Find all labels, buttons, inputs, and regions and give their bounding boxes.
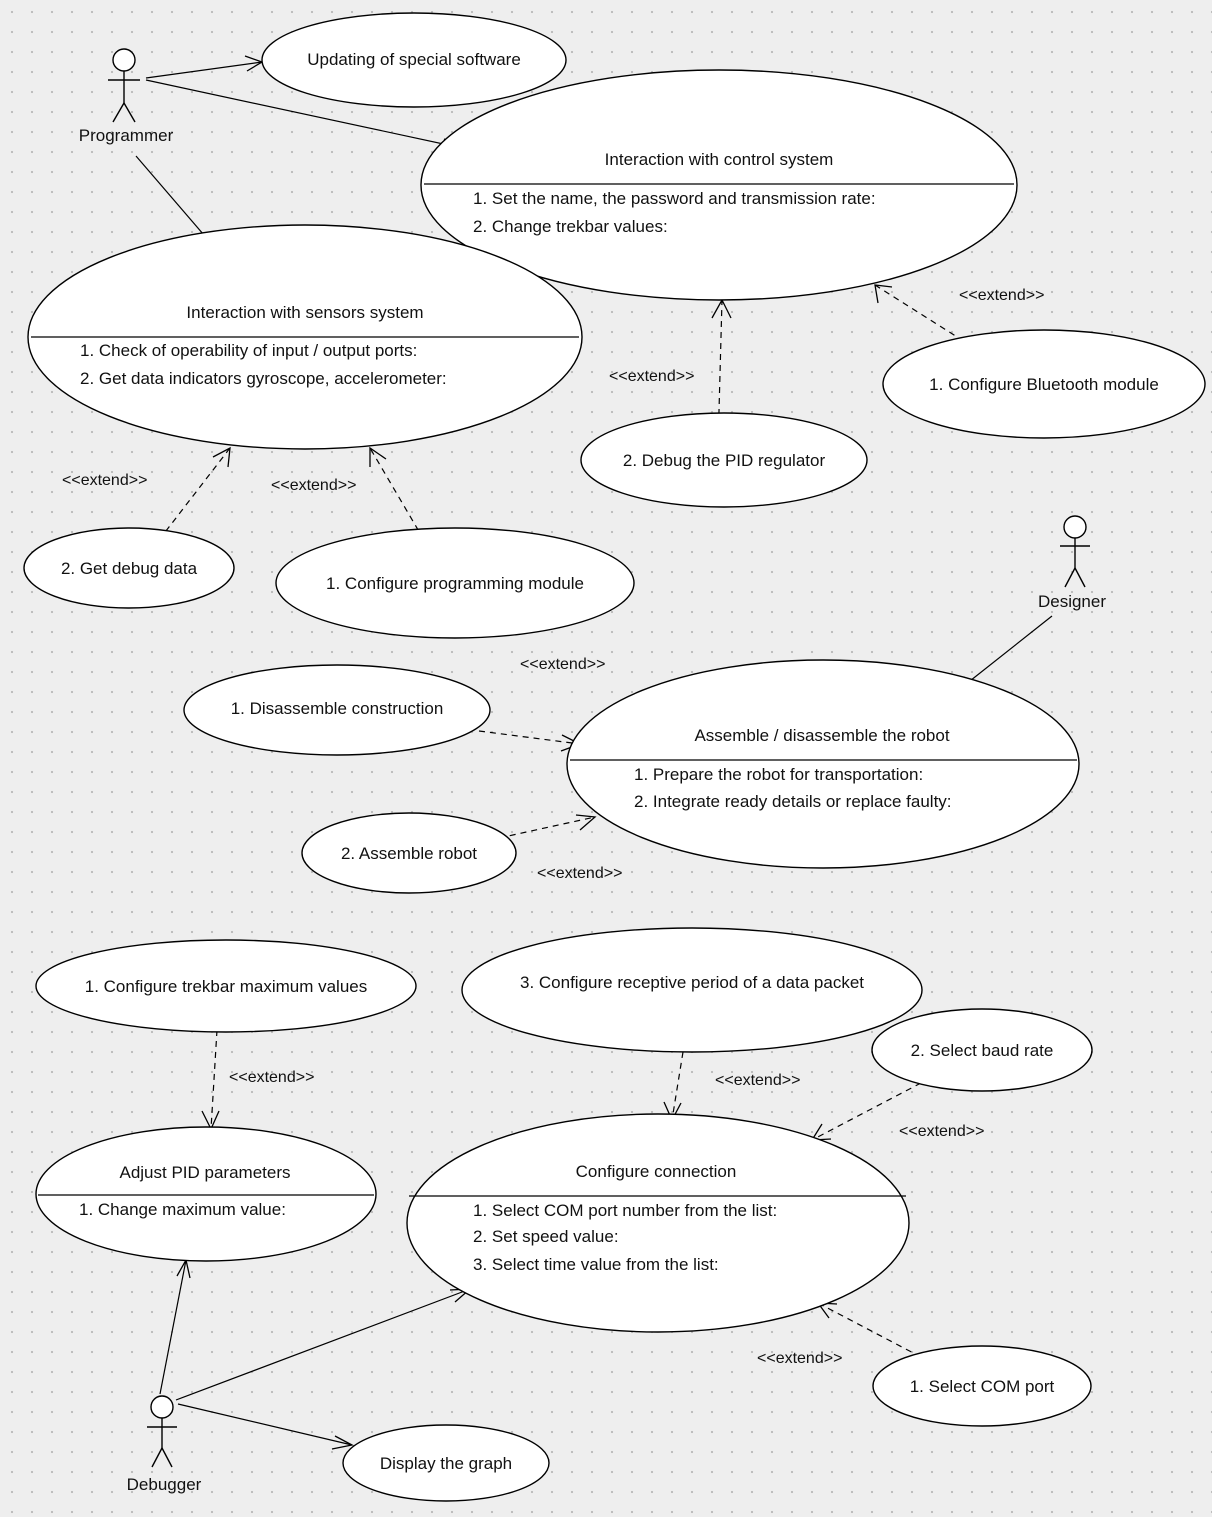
usecase-item: 3. Select time value from the list:	[473, 1255, 719, 1274]
usecase-item: 2. Change trekbar values:	[473, 217, 668, 236]
extend-debugdata-sensors	[158, 447, 231, 541]
assoc-debugger-graph	[177, 1403, 353, 1446]
usecase-title: 1. Select COM port	[910, 1377, 1055, 1396]
extend-label: <<extend>>	[899, 1123, 984, 1140]
assoc-debugger-adjust	[159, 1259, 187, 1395]
usecase-item: 1. Prepare the robot for transportation:	[634, 765, 923, 784]
usecase-assemble-disassemble-robot: Assemble / disassemble the robot 1. Prep…	[566, 659, 1080, 869]
actor-programmer: Programmer	[79, 48, 174, 145]
extend-arrowhead	[201, 1110, 220, 1131]
usecase-title: 1. Configure Bluetooth module	[929, 375, 1159, 394]
actor-icon	[108, 48, 140, 123]
actor-icon	[1060, 515, 1090, 588]
actor-designer: Designer	[1038, 515, 1106, 611]
usecase-title: Display the graph	[380, 1454, 512, 1473]
extend-arrowhead	[212, 446, 231, 468]
extend-arrowhead	[575, 814, 597, 831]
usecase-item: 1. Set the name, the password and transm…	[473, 189, 876, 208]
extend-receptive-connection	[671, 1051, 684, 1121]
extend-arrowhead	[369, 446, 387, 467]
actor-debugger: Debugger	[127, 1395, 202, 1494]
usecase-get-debug-data: 2. Get debug data	[23, 527, 235, 609]
extend-label: <<extend>>	[959, 287, 1044, 304]
extend-label: <<extend>>	[520, 656, 605, 673]
usecase-configure-receptive-period: 3. Configure receptive period of a data …	[461, 927, 923, 1053]
usecase-select-com-port: 1. Select COM port	[872, 1345, 1092, 1427]
usecase-title: 1. Configure trekbar maximum values	[85, 977, 368, 996]
usecase-item: 2. Set speed value:	[473, 1227, 619, 1246]
usecase-configure-connection: Configure connection 1. Select COM port …	[406, 1113, 910, 1333]
extend-label: <<extend>>	[757, 1350, 842, 1367]
usecase-item: 2. Get data indicators gyroscope, accele…	[80, 369, 447, 388]
extend-label: <<extend>>	[62, 472, 147, 489]
usecase-title: 2. Assemble robot	[341, 844, 477, 863]
usecase-select-baud-rate: 2. Select baud rate	[871, 1008, 1093, 1092]
usecase-title: Interaction with sensors system	[186, 303, 423, 322]
usecase-title: 2. Get debug data	[61, 559, 198, 578]
actor-icon	[147, 1395, 177, 1468]
extend-baud-connection	[811, 1082, 922, 1141]
use-cases: Updating of special software Interaction…	[23, 12, 1206, 1502]
extend-labels: <<extend>> <<extend>> <<extend>> <<exten…	[62, 287, 1044, 1367]
arrowhead-graph	[331, 1435, 354, 1450]
usecase-item: 1. Select COM port number from the list:	[473, 1201, 777, 1220]
assoc-debugger-connection	[175, 1288, 471, 1401]
usecase-title: 2. Select baud rate	[911, 1041, 1054, 1060]
usecase-assemble-robot: 2. Assemble robot	[301, 812, 517, 894]
extend-label: <<extend>>	[537, 865, 622, 882]
usecase-title: 1. Configure programming module	[326, 574, 584, 593]
usecase-display-graph: Display the graph	[342, 1424, 550, 1502]
assoc-programmer-updating	[145, 61, 263, 79]
usecase-title: Interaction with control system	[605, 150, 834, 169]
extend-arrowhead	[874, 284, 893, 304]
usecase-item: 1. Change maximum value:	[79, 1200, 286, 1219]
usecase-item: 1. Check of operability of input / outpu…	[80, 341, 417, 360]
usecase-title: Adjust PID parameters	[119, 1163, 290, 1182]
usecase-configure-programming-module: 1. Configure programming module	[275, 527, 635, 639]
usecase-control-system: Interaction with control system 1. Set t…	[420, 69, 1018, 301]
extend-label: <<extend>>	[715, 1072, 800, 1089]
usecase-title: 3. Configure receptive period of a data …	[520, 973, 864, 992]
assoc-programmer-control	[145, 79, 463, 149]
usecase-configure-bluetooth: 1. Configure Bluetooth module	[882, 329, 1206, 439]
extend-label: <<extend>>	[609, 368, 694, 385]
extend-disassemble-assemble	[478, 730, 581, 745]
actor-name: Debugger	[127, 1475, 202, 1494]
usecase-debug-pid-regulator: 2. Debug the PID regulator	[580, 412, 868, 508]
usecase-title: Updating of special software	[307, 50, 521, 69]
usecase-configure-trekbar-max: 1. Configure trekbar maximum values	[35, 939, 417, 1033]
usecase-title: Configure connection	[576, 1162, 737, 1181]
usecase-title: 1. Disassemble construction	[231, 699, 444, 718]
usecase-updating-software: Updating of special software	[261, 12, 567, 108]
extend-programming-sensors	[369, 447, 425, 541]
actor-name: Programmer	[79, 126, 174, 145]
usecase-title: Assemble / disassemble the robot	[694, 726, 949, 745]
extend-assemblerobot-assemble	[498, 816, 596, 839]
usecase-disassemble-construction: 1. Disassemble construction	[183, 664, 491, 756]
extend-comport-connection	[817, 1302, 922, 1358]
extend-label: <<extend>>	[229, 1069, 314, 1086]
extend-label: <<extend>>	[271, 477, 356, 494]
usecase-item: 2. Integrate ready details or replace fa…	[634, 792, 952, 811]
usecase-sensors-system: Interaction with sensors system 1. Check…	[27, 224, 583, 450]
usecase-adjust-pid-parameters: Adjust PID parameters 1. Change maximum …	[35, 1126, 377, 1262]
actor-name: Designer	[1038, 592, 1106, 611]
extend-trekbar-adjust	[210, 1029, 218, 1130]
usecase-title: 2. Debug the PID regulator	[623, 451, 826, 470]
extend-bluetooth-control	[874, 284, 974, 348]
